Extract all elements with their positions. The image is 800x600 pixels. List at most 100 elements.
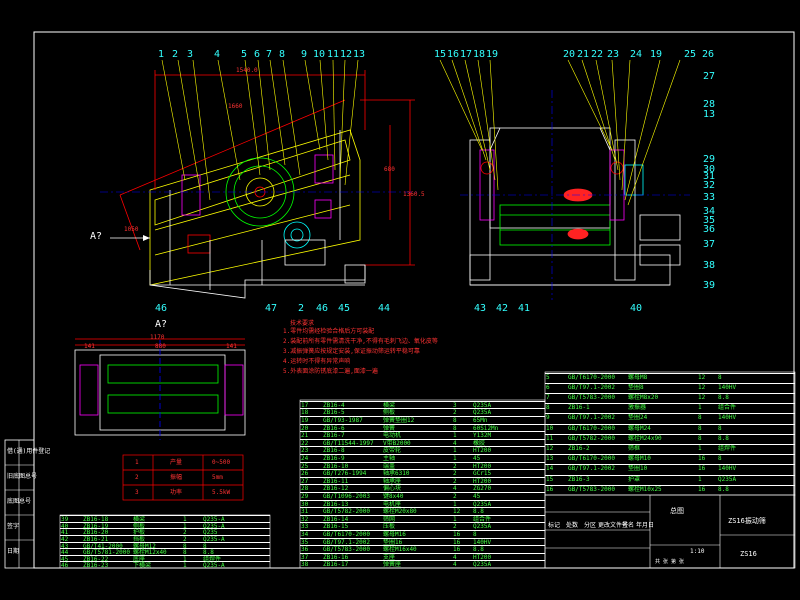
balloon-bottom-44: 44 — [378, 303, 391, 314]
bom-cell: 140HV — [718, 414, 737, 422]
bom-row — [300, 552, 545, 562]
bom-cell: 140HV — [473, 538, 492, 546]
bom-cell: HT200 — [473, 462, 492, 470]
bom-cell: 12 — [453, 508, 461, 516]
bom-cell: 螺母M12 — [133, 542, 156, 550]
bom-cell: 2 — [453, 470, 457, 478]
bom-cell: 18 — [301, 409, 309, 417]
bom-cell: 34 — [301, 531, 309, 538]
revision-strip-4: 签字 — [7, 523, 20, 530]
balloon-top-right-18: 18 — [473, 49, 486, 60]
bom-cell: 45 — [61, 555, 69, 563]
bom-row — [545, 474, 795, 486]
bom-cell: 8 — [453, 424, 457, 432]
param-value-2: 5mm — [212, 474, 223, 481]
bom-cell: ZB16-13 — [323, 500, 349, 508]
bom-cell: GB/T97.1-2002 — [323, 538, 370, 546]
bom-cell: 16 — [453, 538, 461, 546]
bom-cell: 8.8 — [718, 434, 729, 442]
bom-cell: 激振器 — [628, 404, 647, 412]
bom-cell: 主轴 — [383, 455, 396, 462]
bom-cell: 螺母M8 — [628, 373, 648, 381]
bom-cell: 21 — [301, 432, 309, 440]
leader-lines — [161, 59, 681, 206]
bom-cell: 螺栓M20x80 — [383, 508, 417, 516]
bom-row — [545, 413, 795, 424]
bom-cell: 端盖 — [383, 462, 396, 470]
bom-cell: 2 — [453, 523, 457, 531]
bom-cell: 38 — [301, 561, 309, 569]
bom-cell: ZB16-23 — [83, 562, 109, 570]
bom-cell: 43 — [61, 542, 69, 550]
bom-cell: GB/T5782-2000 — [323, 508, 370, 516]
bom-cell: 垫圈10 — [628, 465, 648, 473]
bom-cell: 5 — [546, 373, 550, 381]
bom-cell: 35 — [301, 538, 309, 546]
bom-cell: 垫圈24 — [628, 414, 648, 422]
bom-row — [300, 484, 545, 493]
title-row-label-5: 签名 — [622, 522, 635, 529]
bom-cell: GB/T97.1-2002 — [568, 465, 615, 473]
bom-cell: 16 — [698, 465, 706, 473]
bom-cell: 皮带轮 — [383, 447, 402, 455]
bom-cell: 1 — [183, 516, 187, 524]
bom-cell: 2 — [453, 477, 457, 485]
bom-cell: 140HV — [718, 383, 737, 391]
bom-cell: 1 — [698, 475, 702, 483]
bom-cell: 螺栓M16x40 — [383, 546, 417, 554]
bom-cell: 36 — [301, 546, 309, 554]
bom-cell: 1 — [183, 522, 187, 530]
bom-cell: 22 — [301, 439, 309, 447]
bom-cell: 6 — [546, 383, 550, 391]
bom-cell: 螺母M16 — [383, 531, 406, 538]
balloon-bottom-41: 41 — [518, 303, 531, 314]
bom-cell: 4 — [453, 439, 457, 447]
bom-cell: ZB16-2 — [568, 445, 590, 452]
balloon-bottom-42: 42 — [496, 303, 509, 314]
bom-cell: GB/T5782-2000 — [568, 434, 615, 442]
bom-cell: 2 — [183, 529, 187, 537]
bom-cell: 14 — [546, 465, 554, 473]
bom-cell: GB/T93-1987 — [323, 417, 363, 424]
balloon-top-right-25: 25 — [684, 49, 697, 60]
balloon-top-right-19b: 19 — [650, 49, 663, 60]
balloon-right-33: 33 — [703, 192, 716, 203]
bom-cell: 12 — [698, 373, 706, 381]
bom-cell: ZB16-3 — [568, 475, 590, 483]
bom-cell: 组合件 — [473, 515, 492, 523]
bom-cell: GB/T5783-2000 — [568, 485, 615, 493]
bom-cell: 30 — [301, 500, 309, 508]
bom-cell: 压板 — [383, 523, 396, 531]
bom-cell: 1 — [453, 500, 457, 508]
param-no-3: 3 — [135, 489, 139, 496]
dim-top-width: 1540.0 — [236, 67, 258, 74]
bom-cell: HT200 — [473, 477, 492, 485]
bom-row — [545, 464, 795, 475]
revision-strip-2: 旧底图总号 — [7, 473, 38, 480]
bom-cell: Q235A — [718, 475, 737, 483]
bom-row — [60, 548, 270, 556]
bom-cell: 挡板 — [133, 536, 146, 543]
bom-cell: 27 — [301, 477, 309, 485]
bom-cell: 7 — [546, 394, 550, 401]
drawing-scale: 1:10 — [690, 548, 705, 555]
bom-cell: GB/T1096-2003 — [323, 493, 370, 500]
balloon-right-38: 38 — [703, 260, 716, 271]
bom-cell: ZB16-11 — [323, 477, 349, 485]
bom-cell: 16 — [546, 485, 554, 493]
drawing-sheet: 共 张 第 张 — [655, 559, 685, 565]
bom-cell: 1 — [453, 455, 457, 462]
bom-cell: Q235-A — [203, 562, 225, 570]
bom-cell: ZB16-17 — [323, 561, 349, 569]
side-view — [110, 70, 415, 299]
bom-cell: 16 — [453, 531, 461, 538]
bom-cell: Q235A — [473, 401, 492, 409]
note-line-1: 1.零件均需经检验合格后方可装配 — [283, 328, 375, 335]
bom-cell: 螺母M10 — [628, 455, 651, 463]
bom-cell: ZB16-9 — [323, 455, 345, 462]
bom-cell: 20 — [301, 424, 309, 432]
bom-cell: 1 — [453, 515, 457, 523]
bom-cell: 支座 — [383, 553, 396, 561]
param-no-1: 1 — [135, 459, 139, 466]
